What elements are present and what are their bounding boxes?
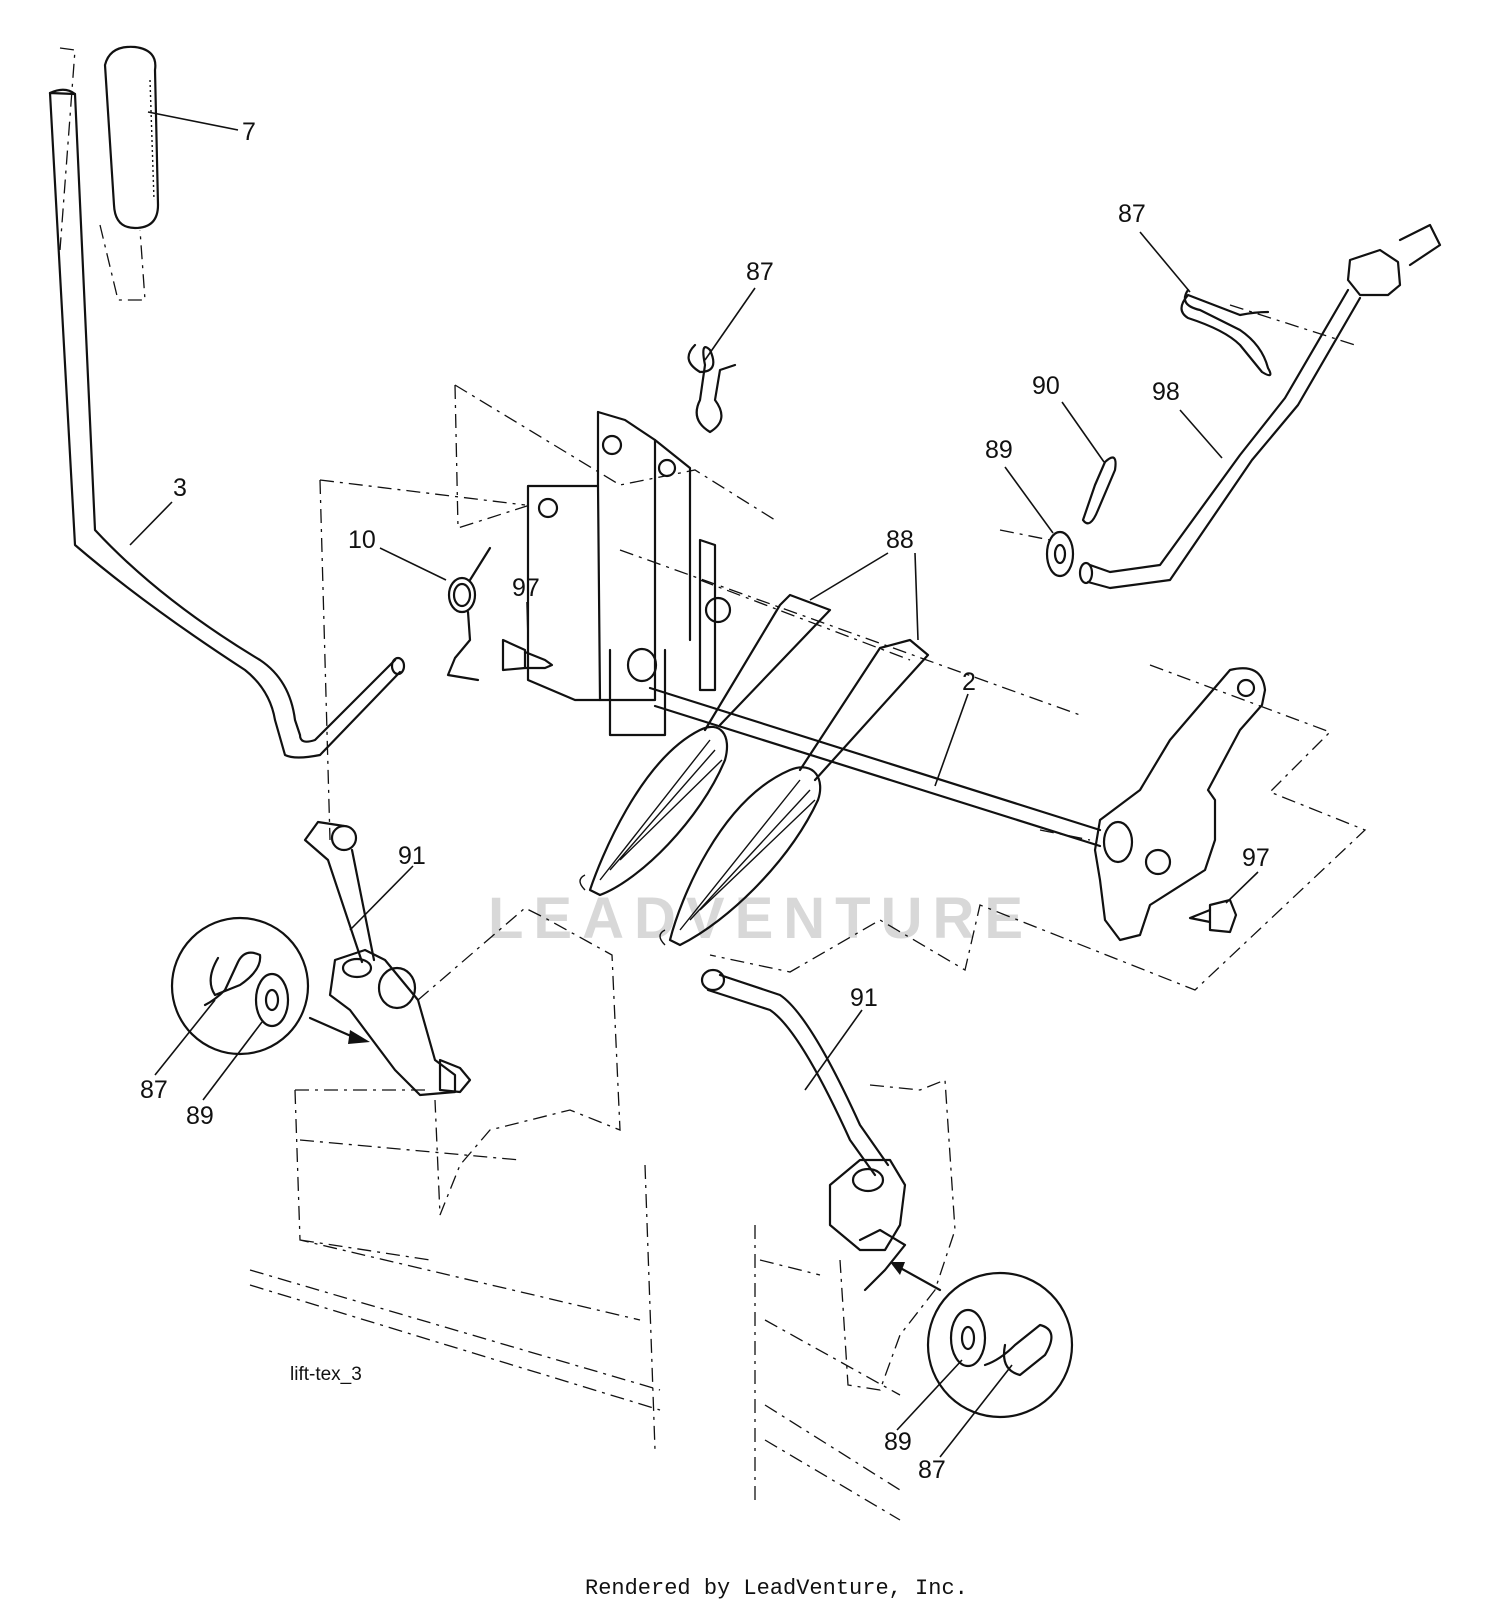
callout-98: 98 xyxy=(1152,378,1180,406)
deck-outline xyxy=(249,304,1367,1521)
washer-top xyxy=(1045,530,1075,578)
footer-credit: Rendered by LeadVenture, Inc. xyxy=(585,1576,968,1601)
callout-89-detail-left: 89 xyxy=(186,1102,214,1130)
deck-mount-right xyxy=(828,1079,956,1391)
right-lift-arm xyxy=(1093,667,1267,942)
bolt-right xyxy=(1188,898,1238,934)
lift-lever-rod xyxy=(48,88,406,759)
callout-91-left: 91 xyxy=(398,842,426,870)
lift-link-rod xyxy=(1078,223,1442,590)
callout-89-detail-right: 89 xyxy=(884,1428,912,1456)
leader-lines xyxy=(129,111,1259,1458)
callout-7: 7 xyxy=(242,118,256,146)
callout-97-right: 97 xyxy=(1242,844,1270,872)
callout-87-top-center: 87 xyxy=(746,258,774,286)
callout-2: 2 xyxy=(962,668,976,696)
callout-87-top-right: 87 xyxy=(1118,200,1146,228)
callout-91-right: 91 xyxy=(850,984,878,1012)
torsion-spring xyxy=(446,546,492,682)
lift-shaft xyxy=(626,647,1102,848)
callout-90: 90 xyxy=(1032,372,1060,400)
callout-89-top: 89 xyxy=(985,436,1013,464)
lift-link-left xyxy=(303,820,376,964)
detail-circle-right xyxy=(890,1262,1074,1419)
bolt-left xyxy=(501,638,554,672)
deck-mount-left xyxy=(328,907,621,1216)
hairpin-clip-top-center xyxy=(687,343,737,434)
callout-88: 88 xyxy=(886,526,914,554)
callout-3: 3 xyxy=(173,474,187,502)
watermark: LEADVENTURE xyxy=(488,886,1033,951)
lift-link-right xyxy=(700,968,890,1177)
callout-10: 10 xyxy=(348,526,376,554)
spring-right xyxy=(659,638,930,947)
callouts: 7 87 87 90 98 89 3 10 88 97 2 97 91 91 8… xyxy=(140,118,1270,1484)
cotter-pin-top xyxy=(1081,456,1117,525)
spring-left xyxy=(579,593,832,897)
hairpin-clip-top-right xyxy=(1180,288,1272,377)
callout-97-left: 97 xyxy=(512,574,540,602)
callout-87-detail-right: 87 xyxy=(918,1456,946,1484)
detail-circle-left xyxy=(170,916,370,1056)
callout-87-detail-left: 87 xyxy=(140,1076,168,1104)
diagram-caption: lift-tex_3 xyxy=(290,1364,362,1385)
handle-grip xyxy=(59,45,160,301)
lift-bracket xyxy=(526,410,732,737)
